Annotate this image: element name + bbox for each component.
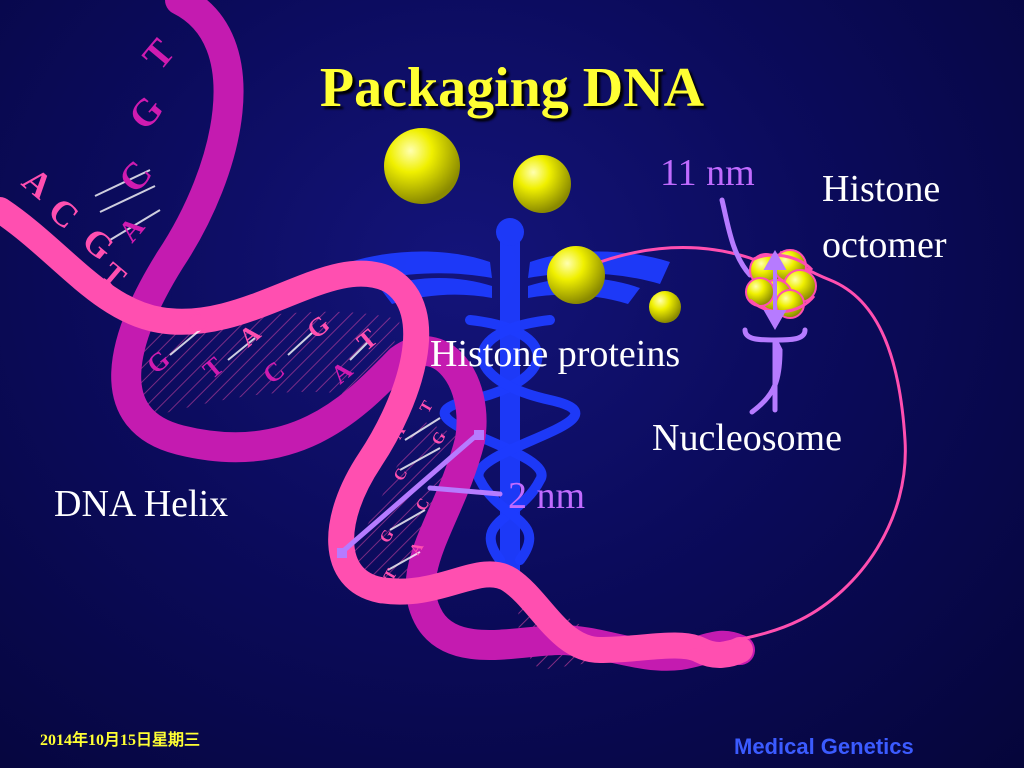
histone-sphere-icon: [384, 128, 681, 323]
label-histone-proteins: Histone proteins: [430, 333, 681, 375]
base-letter: C: [111, 153, 161, 201]
label-nucleosome: Nucleosome: [652, 417, 842, 459]
label-histone-octomer-line2: octomer: [822, 224, 947, 266]
octomer-arrow-icon: [763, 249, 787, 331]
date-stamp: 2014年10月15日星期三: [40, 732, 201, 749]
base-letter: C: [41, 189, 87, 236]
page-title: Packaging DNA: [319, 57, 705, 119]
label-11nm: 11 nm: [660, 152, 755, 194]
label-dna-helix: DNA Helix: [54, 483, 229, 525]
dna-strand-pink: [0, 197, 753, 668]
histone-octomer-icon: [745, 249, 817, 319]
base-letter: A: [15, 159, 61, 206]
base-letter: T: [417, 398, 437, 416]
footer-text: Medical Genetics: [734, 734, 914, 759]
label-histone-octomer-line1: Histone: [822, 168, 941, 210]
measure-11nm-line: [719, 197, 808, 415]
label-2nm: 2 nm: [508, 475, 586, 517]
measure-2nm-line: [339, 431, 503, 555]
base-letter: A: [112, 210, 151, 248]
